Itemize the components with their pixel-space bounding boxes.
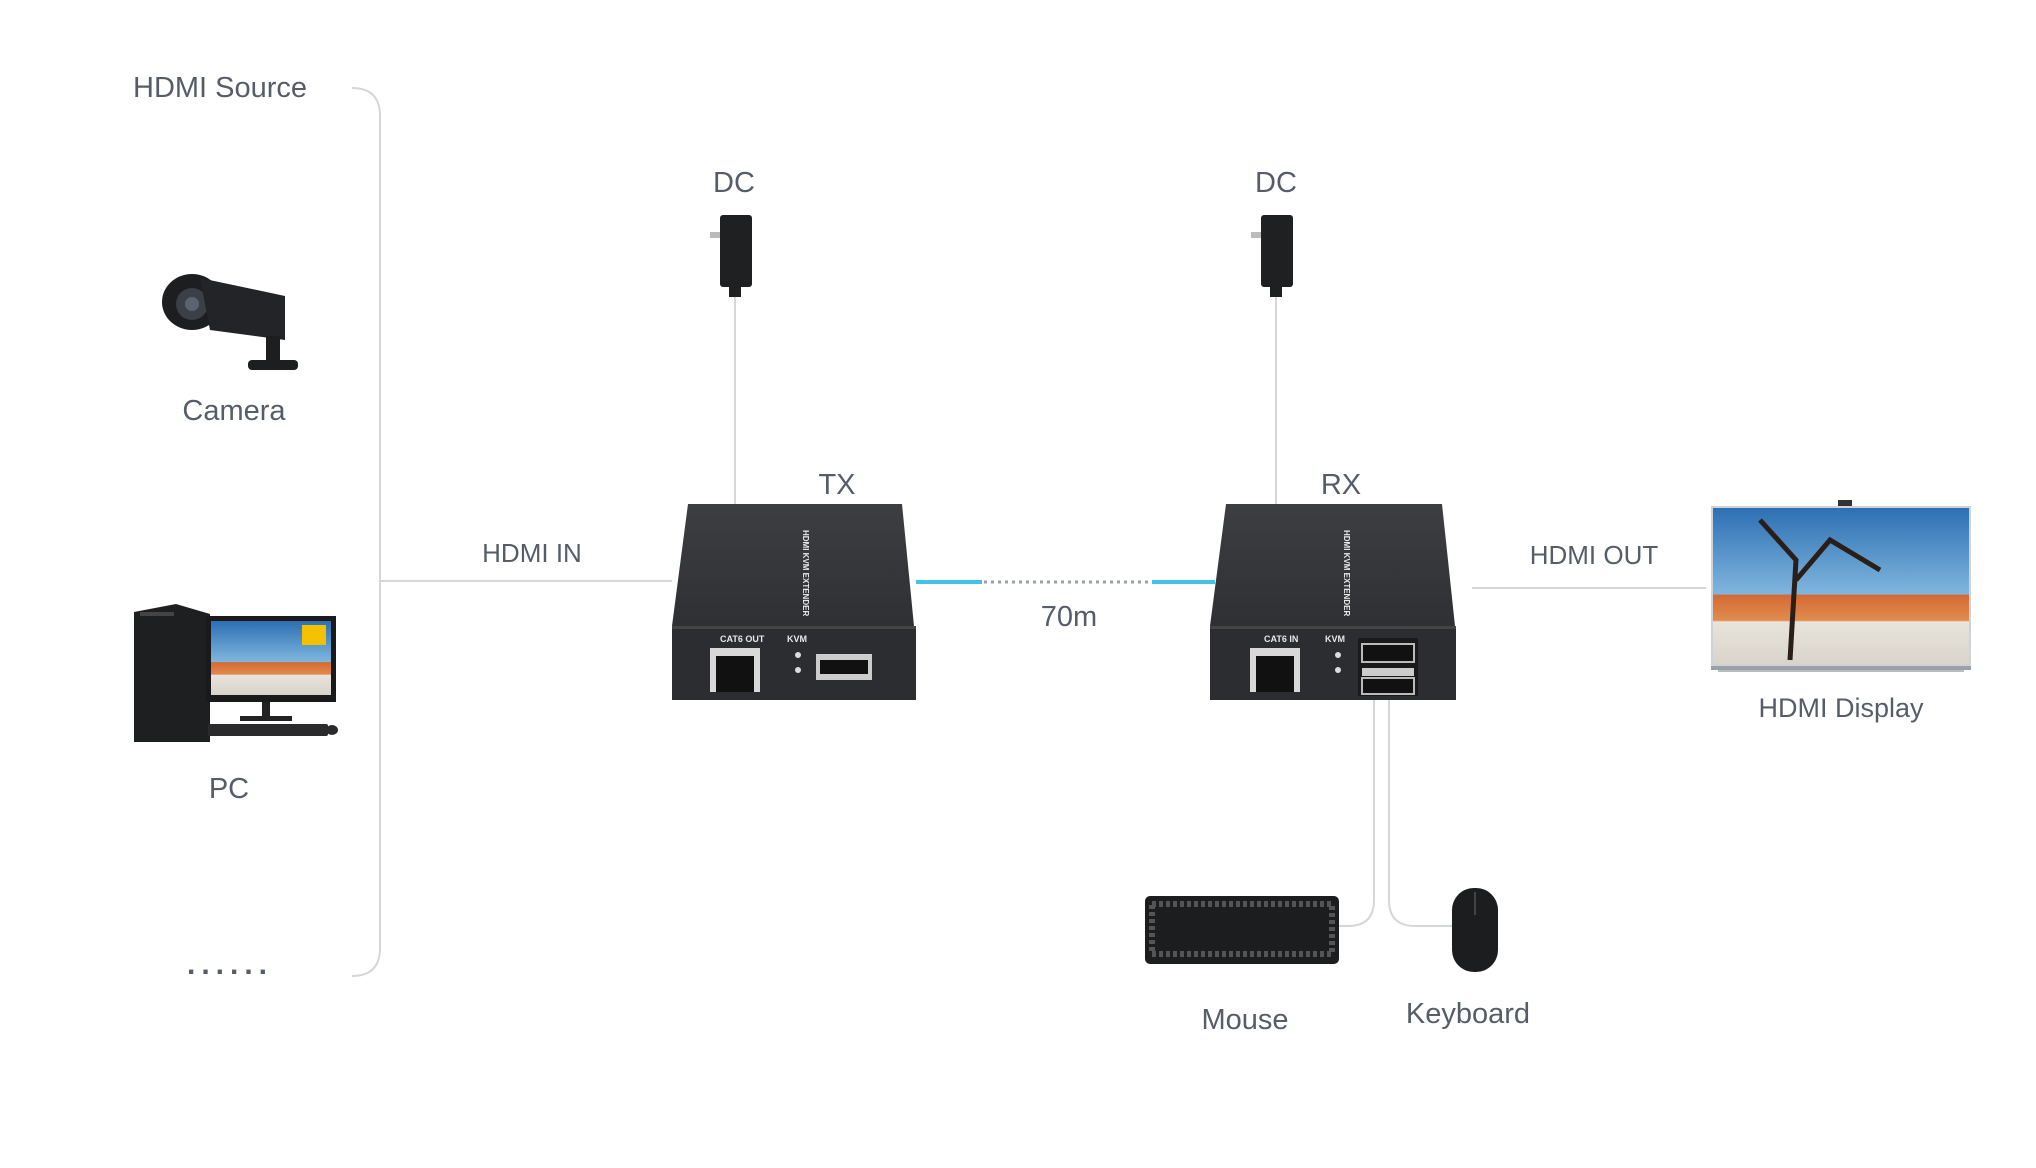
keyboard-cable — [1339, 700, 1375, 927]
led-icon — [1335, 652, 1341, 658]
rx-label: RX — [1321, 469, 1361, 501]
hdmi-in-label: HDMI IN — [482, 538, 582, 568]
mouse-cable — [1388, 700, 1452, 927]
mouse-caption: Keyboard — [1406, 998, 1530, 1030]
more-sources-ellipsis: ...... — [187, 948, 273, 981]
rx-port-label: CAT6 IN — [1264, 634, 1298, 644]
tx-kvm-label: KVM — [787, 634, 807, 644]
usb-port-icon — [816, 654, 872, 680]
led-icon — [795, 667, 801, 673]
distance-label: 70m — [1041, 601, 1097, 633]
led-icon — [795, 652, 801, 658]
keyboard-icon — [1145, 896, 1339, 964]
tx-device: HDMI KVM EXTENDER CAT6 OUT KVM — [672, 504, 916, 700]
hdmi-display-label: HDMI Display — [1758, 693, 1924, 723]
dual-usb-port-icon — [1358, 638, 1418, 696]
tx-port-label: CAT6 OUT — [720, 634, 765, 644]
tx-power-adapter-icon — [710, 215, 752, 297]
rx-power-adapter-icon — [1251, 215, 1293, 297]
pc-label: PC — [209, 773, 249, 805]
pc-icon — [134, 604, 338, 742]
rx-top-print: HDMI KVM EXTENDER — [1342, 530, 1351, 616]
source-bracket — [351, 87, 381, 977]
rx-dc-label: DC — [1255, 167, 1297, 199]
rx-kvm-label: KVM — [1325, 634, 1345, 644]
tx-top-print: HDMI KVM EXTENDER — [801, 530, 810, 616]
rj45-port-icon — [1250, 648, 1300, 692]
camera-label: Camera — [182, 395, 286, 427]
rj45-port-icon — [710, 648, 760, 692]
hdmi-display-icon — [1711, 500, 1971, 672]
led-icon — [1335, 667, 1341, 673]
hdmi-out-label: HDMI OUT — [1530, 540, 1659, 570]
keyboard-caption: Mouse — [1201, 1004, 1288, 1036]
rx-device: HDMI KVM EXTENDER CAT6 IN KVM — [1210, 504, 1456, 700]
tx-label: TX — [818, 469, 855, 501]
hdmi-source-title: HDMI Source — [133, 72, 307, 104]
tx-dc-label: DC — [713, 167, 755, 199]
mouse-icon — [1452, 888, 1498, 972]
camera-icon — [162, 274, 298, 370]
